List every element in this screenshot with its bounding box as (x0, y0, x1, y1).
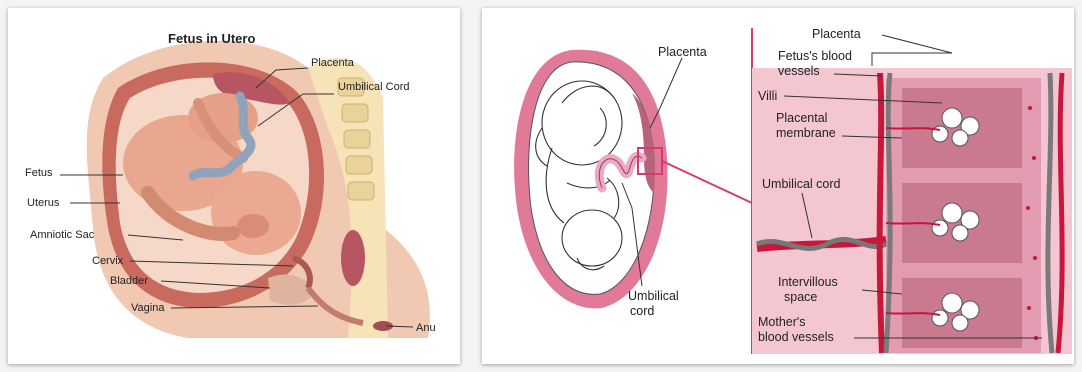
cervix-label: Cervix (92, 255, 124, 267)
fetus-label: Fetus (25, 167, 53, 179)
fetus-vessels-label-2: vessels (778, 64, 820, 78)
placenta-main-label: Placenta (658, 45, 707, 59)
anus-label: Anu (416, 322, 436, 334)
membrane-label-2: membrane (776, 126, 836, 140)
placenta-illustration: Placenta Umbilical cord Placenta Fetus's… (482, 8, 1074, 364)
umbilical-cord-main-label-2: cord (630, 304, 654, 318)
umbilical-cord-main-label-1: Umbilical (628, 289, 679, 303)
intervillous-label-2: space (784, 290, 817, 304)
mother-vessels-label-2: blood vessels (758, 330, 834, 344)
bladder-label: Bladder (110, 275, 148, 287)
umbilical-cord-label: Umbilical Cord (338, 81, 410, 93)
amniotic-sac-label: Amniotic Sac (30, 229, 95, 241)
fetus-in-utero-illustration: Fetus in Utero Placenta Umbilical Cord F… (8, 8, 460, 364)
mother-vessels-label-1: Mother's (758, 315, 806, 329)
fetus-vessels-label-1: Fetus's blood (778, 49, 852, 63)
diagram-title: Fetus in Utero (168, 31, 255, 46)
placenta-zoom-label: Placenta (812, 27, 861, 41)
vagina-label: Vagina (131, 302, 165, 314)
fetus-in-utero-panel: Fetus in Utero Placenta Umbilical Cord F… (8, 8, 460, 364)
rectum (341, 230, 365, 286)
umbilical-cord-zoom-label: Umbilical cord (762, 177, 841, 191)
placenta-zoom-leader (872, 35, 952, 66)
villi-label: Villi (758, 89, 777, 103)
membrane-label-1: Placental (776, 111, 827, 125)
zoom-connector (662, 161, 752, 203)
uterus-label: Uterus (27, 197, 60, 209)
intervillous-label-1: Intervillous (778, 275, 838, 289)
placenta-label: Placenta (311, 57, 355, 69)
placenta-detail-panel: Placenta Umbilical cord Placenta Fetus's… (482, 8, 1074, 364)
placenta-main-leader (650, 58, 682, 128)
